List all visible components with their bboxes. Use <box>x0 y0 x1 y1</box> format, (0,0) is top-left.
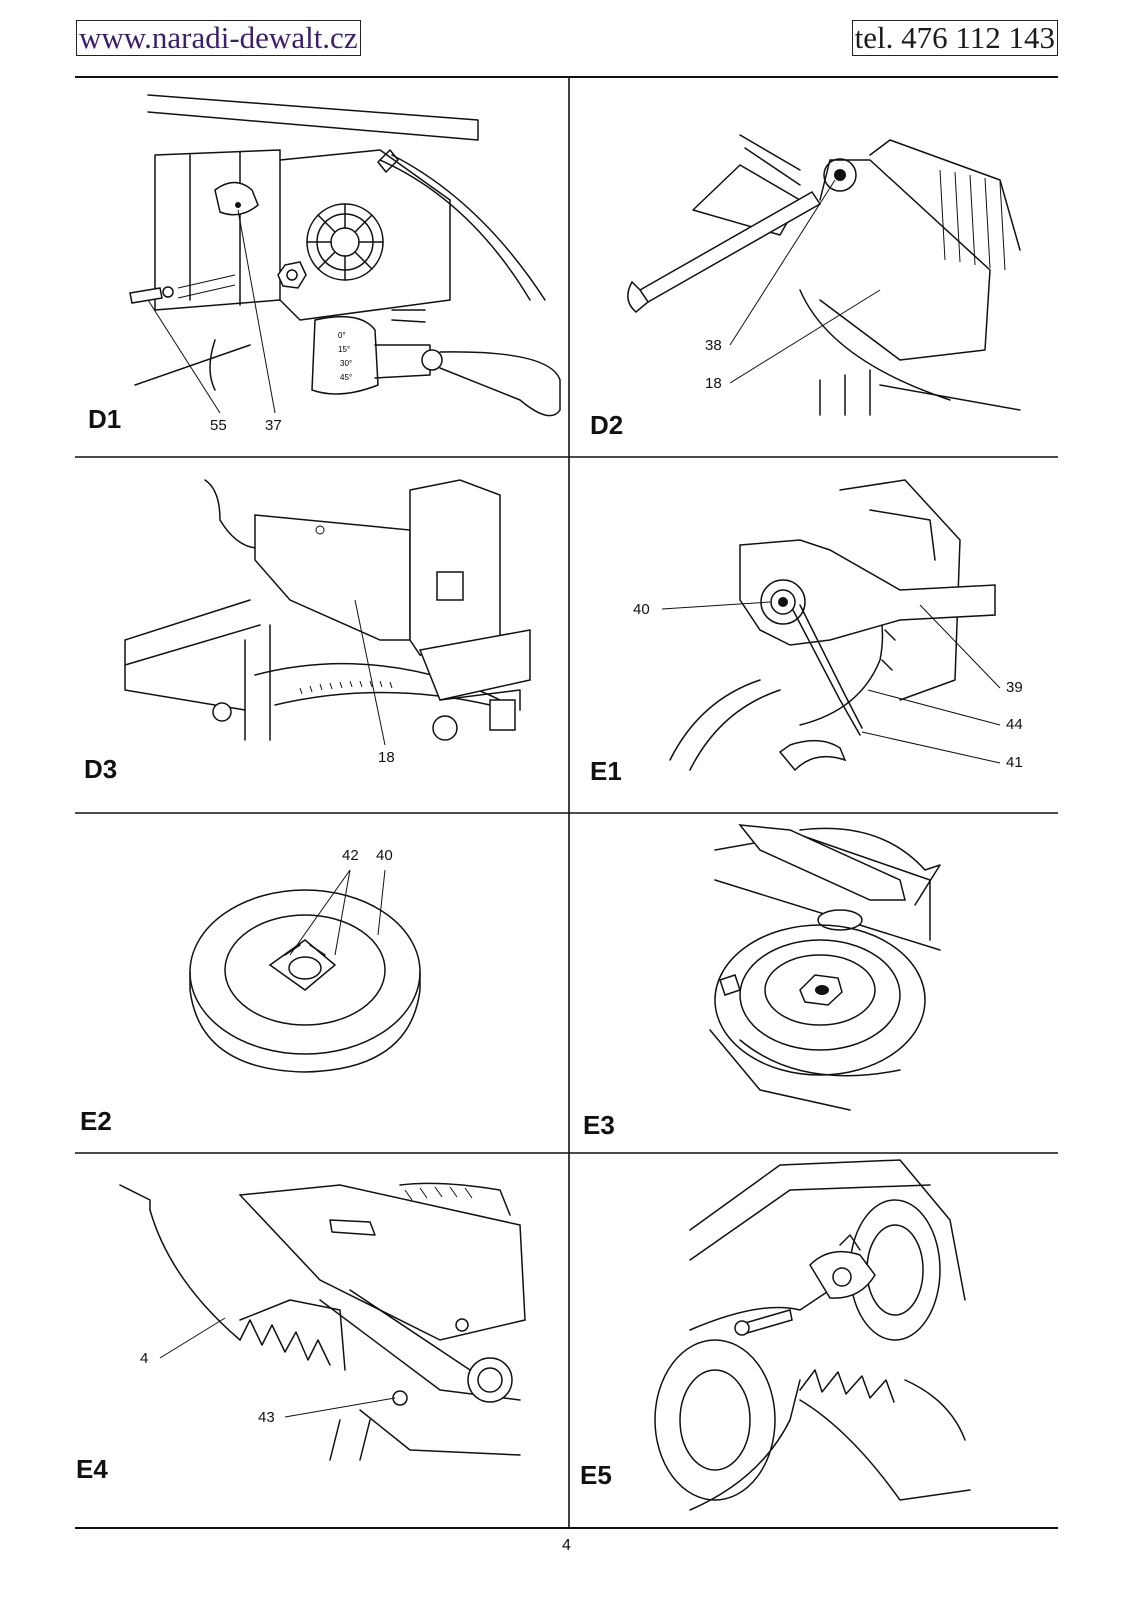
callout-40-e2: 40 <box>376 847 393 864</box>
figure-e5: E5 <box>580 1159 971 1511</box>
figure-d3: 18 D3 <box>84 479 531 784</box>
figure-e1: 40 39 44 41 E1 <box>590 479 1023 786</box>
bevel-scale-15: 15° <box>338 345 350 354</box>
callout-39: 39 <box>1006 679 1023 696</box>
callout-41: 41 <box>1006 754 1023 771</box>
figure-e4: 4 43 E4 <box>76 1182 526 1484</box>
figure-e2: 42 40 E2 <box>80 847 421 1136</box>
figure-d1: 0° 15° 30° 45° 55 37 D1 <box>88 94 561 434</box>
phone-number: tel. 476 112 143 <box>851 20 1058 56</box>
figure-e3: E3 <box>583 824 941 1140</box>
callout-38: 38 <box>705 337 722 354</box>
callout-43: 43 <box>258 1409 275 1426</box>
bevel-scale-30: 30° <box>340 359 352 368</box>
callout-42: 42 <box>342 847 359 864</box>
website-url[interactable]: www.naradi-dewalt.cz <box>76 20 361 56</box>
panel-label-e1: E1 <box>590 756 622 786</box>
panel-label-e5: E5 <box>580 1460 612 1490</box>
callout-4: 4 <box>140 1350 148 1367</box>
page-number: 4 <box>562 1537 571 1554</box>
bevel-scale-0: 0° <box>338 331 346 340</box>
callout-18-d3: 18 <box>378 749 395 766</box>
panel-grid <box>75 76 1058 1529</box>
callout-44: 44 <box>1006 716 1023 733</box>
panel-label-d2: D2 <box>590 410 623 440</box>
figure-d2: 38 18 D2 <box>590 134 1021 440</box>
callout-18: 18 <box>705 375 722 392</box>
callout-37: 37 <box>265 417 282 434</box>
panel-label-e2: E2 <box>80 1106 112 1136</box>
panel-label-d3: D3 <box>84 754 117 784</box>
callout-55: 55 <box>210 417 227 434</box>
bevel-scale-45: 45° <box>340 373 352 382</box>
callout-40-e1: 40 <box>633 601 650 618</box>
panel-label-e4: E4 <box>76 1454 108 1484</box>
panel-label-e3: E3 <box>583 1110 615 1140</box>
panel-label-d1: D1 <box>88 404 121 434</box>
